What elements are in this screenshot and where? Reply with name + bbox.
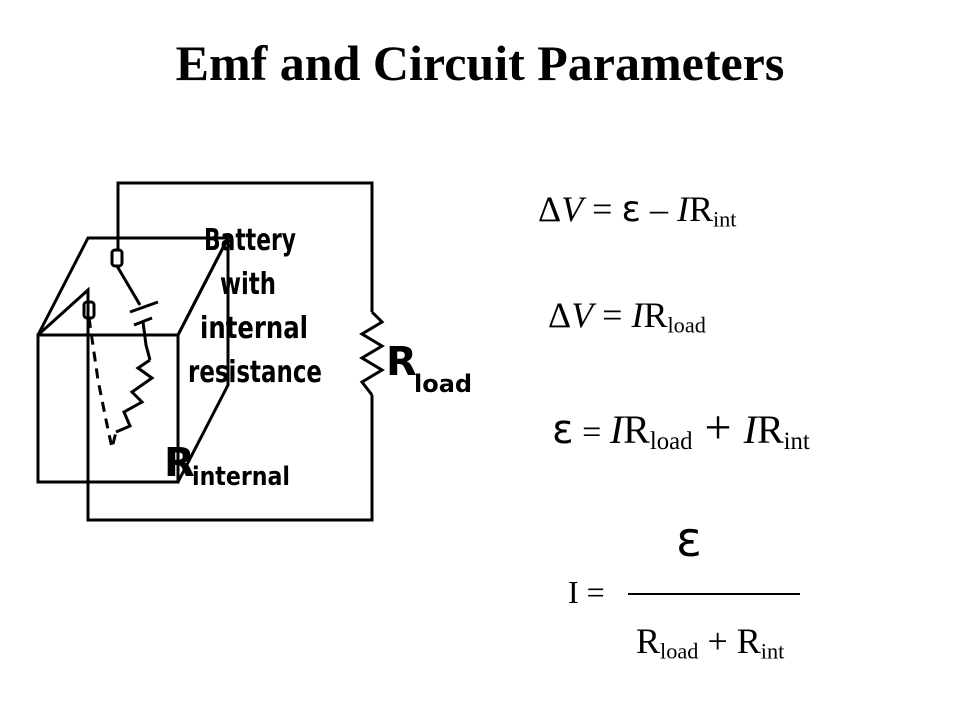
internal-wire-mid [141,321,152,361]
subscript-int: int [783,428,810,456]
delta-symbol: Δ [548,295,572,335]
internal-wire-dashed [87,317,118,449]
circuit-wire-bottom [86,395,374,522]
battery-terminal-top [110,248,124,268]
resistance-symbol: R [623,407,650,452]
subscript-load: load [667,312,706,338]
battery-label-line4: resistance [188,355,322,390]
internal-resistor [115,358,155,434]
emf-symbol: ε [621,189,641,230]
current-symbol: I [743,407,757,452]
equation-emf-sum: ε = IRload + IRint [552,400,810,456]
subscript-int: int [760,638,785,664]
equation-terminal-voltage: ΔV = ε – IRint [538,188,737,233]
cell-plate-long [129,300,159,314]
minus-sign: – [640,189,677,229]
subscript-load: load [649,428,693,456]
slide-title: Emf and Circuit Parameters [175,35,785,91]
subscript-int: int [712,206,737,232]
rload-label-main: R [386,339,417,385]
current-symbol: I [609,407,624,452]
rinternal-label-main: R [164,440,195,486]
equals-sign: = [593,295,632,335]
equation-load-voltage: ΔV = IRload [548,294,706,339]
battery-side [176,237,230,483]
resistance-symbol: R [643,295,668,335]
internal-wire-top [115,265,142,306]
equals-sign: = [583,189,622,229]
battery-label-line2: with [220,267,276,302]
delta-symbol: Δ [538,189,562,229]
resistance-symbol: R [636,621,661,661]
plus-sign: + [692,401,744,454]
fraction-lhs: I = [568,574,605,610]
resistance-symbol: R [736,621,761,661]
voltage-symbol: V [561,189,584,229]
battery-label-line1: Battery [204,223,296,258]
current-symbol: I [676,189,689,229]
plus-sign: + [698,621,737,661]
battery-front [36,333,180,484]
fraction-numerator-emf: ε [676,512,702,568]
rinternal-label-sub: internal [192,462,290,492]
subscript-load: load [660,638,699,664]
battery-label-line3: internal [200,311,308,346]
cell-plate-short [133,316,153,327]
resistance-symbol: R [688,189,713,229]
resistance-symbol: R [756,407,784,452]
emf-symbol: ε [552,407,574,453]
equals-sign: = [573,414,610,451]
circuit-wire [116,181,374,312]
voltage-symbol: V [571,295,594,335]
load-resistor [359,310,385,396]
fraction-bar [628,593,800,595]
rload-label-sub: load [414,370,472,398]
current-symbol: I [631,295,644,335]
fraction-denominator: Rload + Rint [636,620,784,665]
